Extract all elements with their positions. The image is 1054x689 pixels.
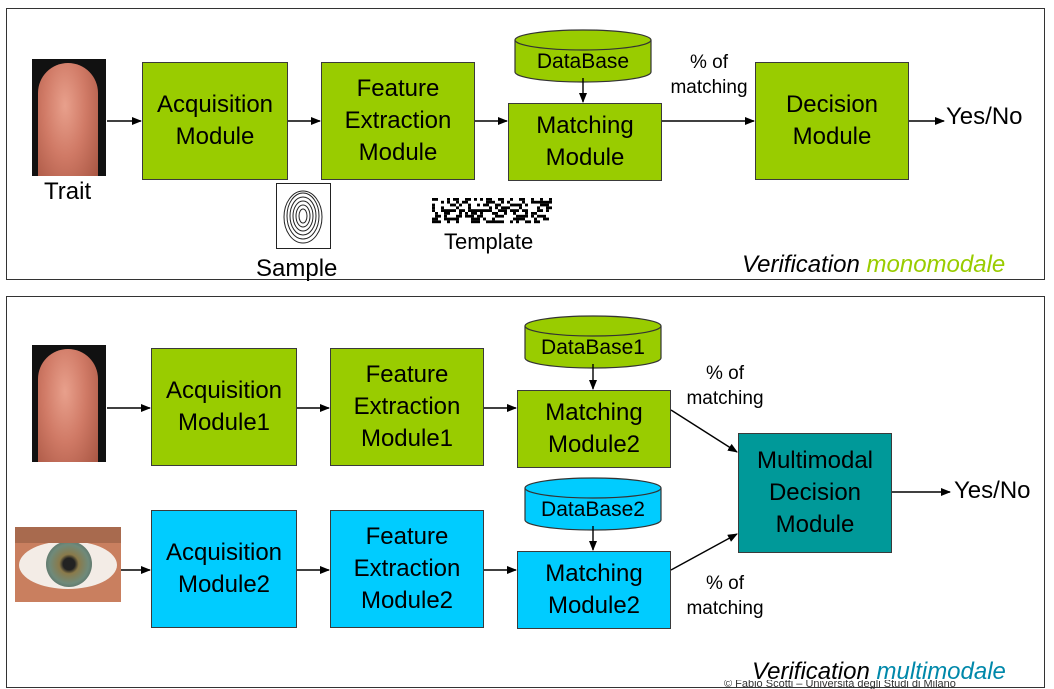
trait-label: Trait [44,178,92,205]
matching-module-top: Matching Module2 [517,390,671,468]
output-yes-no-multimodal: Yes/No [954,477,1031,504]
database2-label: DataBase2 [541,498,645,521]
template-label: Template [444,229,534,254]
finger-image [32,345,106,462]
database2-cylinder: DataBase2 [524,476,662,532]
feature-extraction-module: Feature Extraction Module [321,62,475,180]
eye-image [15,527,121,602]
database-label: DataBase [536,50,630,73]
database-icon [524,477,662,531]
matching-module-bottom: Matching Module2 [517,551,671,629]
fingerprint-icon [283,190,323,244]
acquisition-module2: Acquisition Module2 [151,510,297,628]
copyright-footer: © Fabio Scotti – Università degli Studi … [724,680,956,689]
monomodal-caption: Verification monomodale [742,251,1006,278]
template-barcode [432,198,552,224]
output-yes-no: Yes/No [946,103,1023,130]
acquisition-module1: Acquisition Module1 [151,348,297,466]
database1-label: DataBase1 [541,336,645,359]
database-icon [514,29,652,83]
sample-label: Sample [256,255,338,282]
feature-extraction-module2: Feature Extraction Module2 [330,510,484,628]
fingerprint-image [276,183,331,249]
finger-image [32,59,106,176]
arrow-matching1-to-decision [670,409,738,453]
database-icon [524,315,662,369]
matching-module: Matching Module [508,103,662,181]
feature-extraction-module1: Feature Extraction Module1 [330,348,484,466]
arrow-matching2-to-decision [670,533,738,571]
acquisition-module: Acquisition Module [142,62,288,180]
database1-cylinder: DataBase1 [524,314,662,370]
decision-module: Decision Module [755,62,909,180]
multimodal-decision-module: Multimodal Decision Module [738,433,892,553]
database-cylinder: DataBase [514,28,652,84]
multimodal-caption: Verification multimodale [752,658,1006,685]
